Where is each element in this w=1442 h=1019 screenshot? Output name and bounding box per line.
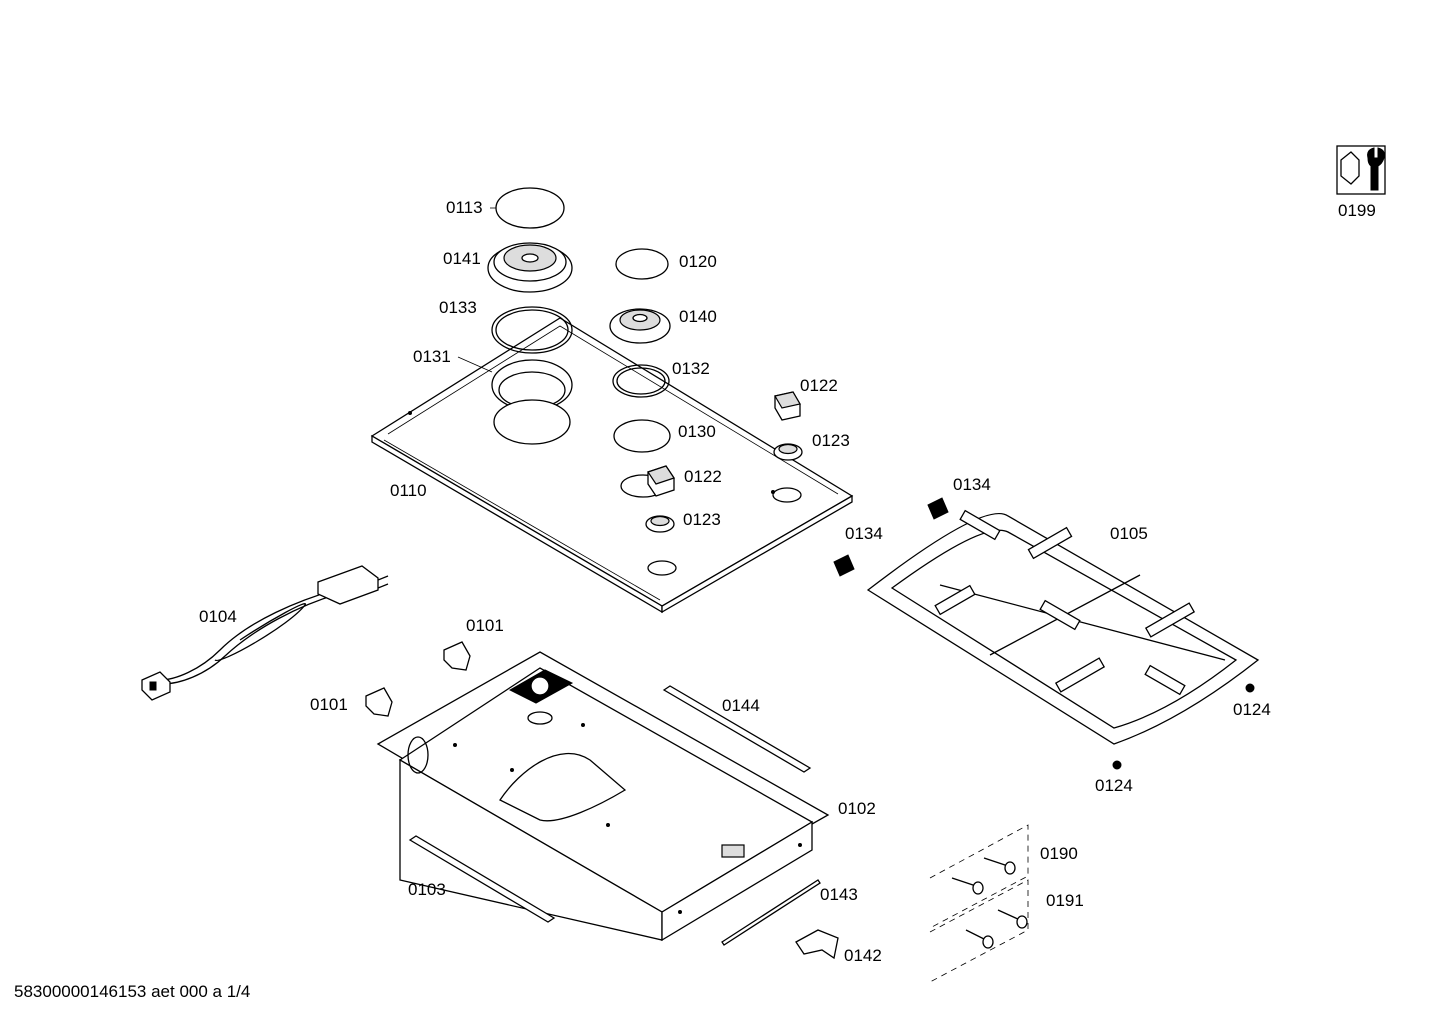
burner-cup-large <box>491 359 573 445</box>
label-0123-left: 0123 <box>683 510 721 529</box>
label-0122-right: 0122 <box>800 376 838 395</box>
label-0101-upper: 0101 <box>466 616 504 635</box>
power-cable <box>141 565 389 701</box>
pad-0134-lower <box>833 554 855 577</box>
mounting-clip-lower <box>365 687 393 717</box>
burner-crown-small <box>609 308 671 344</box>
label-0105: 0105 <box>1110 524 1148 543</box>
foot-0124-right <box>1245 683 1255 693</box>
label-0120: 0120 <box>679 252 717 271</box>
pad-0134-upper <box>927 497 949 520</box>
label-0101-lower: 0101 <box>310 695 348 714</box>
burner-cup-small <box>613 419 671 453</box>
label-0134-lower: 0134 <box>845 524 883 543</box>
foot-0124-bottom <box>1112 760 1122 770</box>
label-0199: 0199 <box>1338 201 1376 220</box>
label-0132: 0132 <box>672 359 710 378</box>
bottom-tray <box>376 651 830 942</box>
mounting-clip-upper <box>443 641 471 671</box>
burner-crown-large <box>487 242 573 293</box>
knob-bezel-right <box>773 443 803 461</box>
label-0124-bottom: 0124 <box>1095 776 1133 795</box>
bracket-0142 <box>795 929 839 960</box>
label-0140: 0140 <box>679 307 717 326</box>
strip-0143 <box>721 879 821 946</box>
control-knob-left <box>647 465 675 497</box>
label-0131: 0131 <box>413 347 451 366</box>
burner-cap-small <box>615 248 669 280</box>
strip-0103 <box>408 835 556 923</box>
label-0141: 0141 <box>443 249 481 268</box>
label-0142: 0142 <box>844 946 882 965</box>
label-0134-upper: 0134 <box>953 475 991 494</box>
label-0133: 0133 <box>439 298 477 317</box>
burner-cap-large <box>495 187 565 229</box>
knob-bezel-left <box>645 515 675 533</box>
seal-ring-small <box>612 364 670 398</box>
label-0113: 0113 <box>446 198 483 217</box>
screw-set <box>929 824 1029 983</box>
label-0123-right: 0123 <box>812 431 850 450</box>
label-0122-left: 0122 <box>684 467 722 486</box>
label-0104: 0104 <box>199 607 237 626</box>
label-0130: 0130 <box>678 422 716 441</box>
strip-0144 <box>662 685 812 773</box>
label-0102: 0102 <box>838 799 876 818</box>
seal-ring-large <box>491 306 573 354</box>
label-0110: 0110 <box>390 481 427 500</box>
hob-top-plate <box>370 317 854 614</box>
pan-support-grid <box>866 509 1260 745</box>
label-0144: 0144 <box>722 696 760 715</box>
control-knob-right <box>774 391 801 421</box>
label-0143: 0143 <box>820 885 858 904</box>
label-0124-right: 0124 <box>1233 700 1271 719</box>
label-0190: 0190 <box>1040 844 1078 863</box>
document-footer: 58300000146153 aet 000 a 1/4 <box>14 982 251 1001</box>
wrench-nut-icon <box>1336 145 1386 195</box>
label-0103: 0103 <box>408 880 446 899</box>
label-0191: 0191 <box>1046 891 1084 910</box>
